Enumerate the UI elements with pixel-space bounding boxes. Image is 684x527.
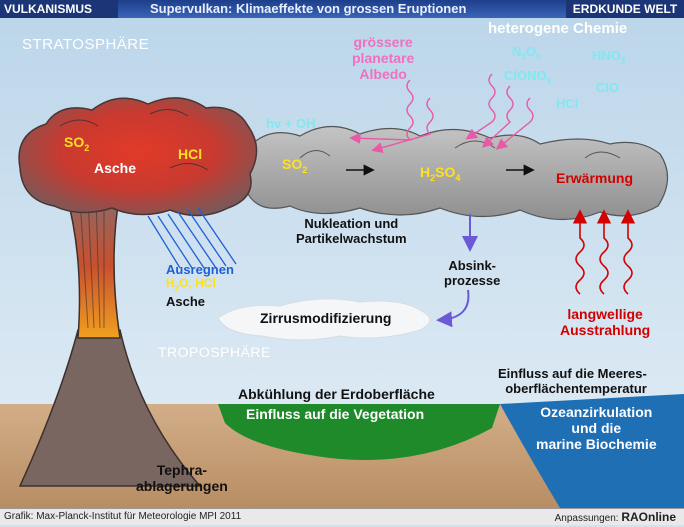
so2-cloud-label: SO2	[282, 156, 308, 175]
n2o5-label: N2O5	[512, 44, 541, 62]
sst-label: Einfluss auf die Meeres-oberflächentempe…	[498, 366, 647, 396]
category-label[interactable]: ERDKUNDE WELT	[566, 0, 684, 18]
rainout-ash: Asche	[166, 294, 206, 309]
diagram-canvas	[0, 18, 684, 508]
hv-oh-label: hv + OH	[266, 116, 316, 131]
section-label[interactable]: VULKANISMUS	[0, 0, 118, 18]
clo-label: ClO	[596, 80, 620, 95]
sulfate-cloud	[241, 125, 669, 221]
hcl-chem-label: HCl	[556, 96, 579, 111]
ocean-area	[500, 394, 684, 508]
hno3-label: HNO3	[592, 48, 626, 66]
so2-plume-label: SO2	[64, 134, 90, 153]
troposphere-label: TROPOSPHÄRE	[158, 344, 271, 360]
hcl-plume-label: HCl	[178, 146, 203, 162]
page-title: Supervulkan: Klimaeffekte von grossen Er…	[150, 1, 467, 16]
rainout-species: H2O, HCl	[166, 276, 216, 293]
tephra-label: Tephra-ablagerungen	[136, 462, 228, 494]
volcano-cone	[18, 329, 202, 487]
adjustments-credit[interactable]: Anpassungen: RAOnline	[554, 510, 676, 524]
header-bar: VULKANISMUS Supervulkan: Klimaeffekte vo…	[0, 0, 684, 18]
vegetation-label: Einfluss auf die Vegetation	[246, 406, 425, 422]
rainout-title: Ausregnen	[166, 262, 234, 277]
vegetation-area	[218, 404, 500, 460]
eruption-plume	[18, 97, 258, 217]
ash-plume-label: Asche	[94, 160, 137, 176]
footer-bar: Grafik: Max-Planck-Institut für Meteorol…	[0, 508, 684, 525]
cooling-label: Abkühlung der Erdoberfläche	[238, 386, 435, 402]
clono-label: ClONO3	[504, 68, 552, 86]
h2so4-label: H2SO4	[420, 164, 461, 183]
eruption-column	[65, 192, 121, 339]
chemistry-title: heterogene Chemie	[488, 20, 628, 37]
cirrus-label: Zirrusmodifizierung	[260, 310, 392, 326]
sinking-label: Absink-prozesse	[444, 258, 501, 288]
stratosphere-label: STRATOSPHÄRE	[22, 36, 150, 53]
source-credit: Grafik: Max-Planck-Institut für Meteorol…	[4, 511, 242, 522]
warming-label: Erwärmung	[556, 170, 634, 186]
cirrus-cloud	[217, 298, 431, 341]
